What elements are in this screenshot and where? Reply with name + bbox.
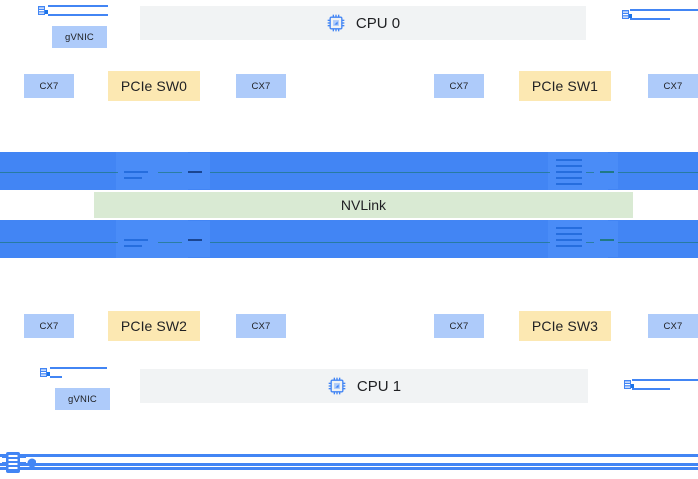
gpu-node <box>118 153 158 189</box>
pcie-switch-label: PCIe SW1 <box>531 78 599 94</box>
network-port-icon-top-right <box>622 10 632 19</box>
cpu-chip-icon <box>327 14 345 32</box>
pcie-switch-label: PCIe SW0 <box>120 78 188 94</box>
gpu-band-1 <box>0 220 698 258</box>
cx7-box-1[interactable]: CX7 <box>236 74 286 98</box>
gvnic-link-top-right-2 <box>630 18 670 20</box>
bottom-network-rail <box>0 452 698 476</box>
cx7-label: CX7 <box>663 80 683 92</box>
network-port-icon-bottom-right <box>624 380 634 389</box>
gpu-node <box>118 221 158 257</box>
cx7-label: CX7 <box>449 320 469 332</box>
gpu-node <box>550 221 586 257</box>
cx7-label: CX7 <box>251 320 271 332</box>
cpu-label: CPU 0 <box>355 14 401 32</box>
gvnic-label: gVNIC <box>68 393 97 405</box>
pcie-switch-label: PCIe SW2 <box>120 318 188 334</box>
cpu-box-0[interactable]: CPU 0 <box>140 6 586 40</box>
gvnic-label: gVNIC <box>65 31 94 43</box>
pcie-switch-box-2[interactable]: PCIe SW2 <box>108 311 200 341</box>
cx7-label: CX7 <box>663 320 683 332</box>
cpu-chip-icon <box>328 377 346 395</box>
network-port-icon <box>38 6 48 15</box>
pcie-switch-box-0[interactable]: PCIe SW0 <box>108 71 200 101</box>
cx7-box-3[interactable]: CX7 <box>648 74 698 98</box>
gvnic-link-top-left <box>48 5 108 7</box>
cx7-label: CX7 <box>449 80 469 92</box>
nvlink-label: NVLink <box>340 197 387 213</box>
cx7-label: CX7 <box>39 320 59 332</box>
cpu-label: CPU 1 <box>356 377 402 395</box>
pcie-switch-label: PCIe SW3 <box>531 318 599 334</box>
cx7-box-6[interactable]: CX7 <box>434 314 484 338</box>
nvlink-box[interactable]: NVLink <box>94 192 633 218</box>
pcie-switch-box-3[interactable]: PCIe SW3 <box>519 311 611 341</box>
gvnic-box-1[interactable]: gVNIC <box>55 388 110 410</box>
gvnic-link-bottom-right <box>632 379 698 381</box>
gpu-node <box>182 221 210 257</box>
cx7-box-2[interactable]: CX7 <box>434 74 484 98</box>
cx7-box-7[interactable]: CX7 <box>648 314 698 338</box>
gpu-node <box>594 153 618 189</box>
gpu-node <box>182 153 210 189</box>
gvnic-box-0[interactable]: gVNIC <box>52 26 107 48</box>
gvnic-link-bottom-left <box>50 367 107 369</box>
cx7-box-0[interactable]: CX7 <box>24 74 74 98</box>
cx7-label: CX7 <box>39 80 59 92</box>
gpu-node <box>550 153 586 189</box>
gpu-node <box>594 221 618 257</box>
gvnic-link-top-right <box>630 9 698 11</box>
cx7-box-4[interactable]: CX7 <box>24 314 74 338</box>
cpu-box-1[interactable]: CPU 1 <box>140 369 588 403</box>
cx7-label: CX7 <box>251 80 271 92</box>
network-port-icon-bottom-left <box>40 368 50 377</box>
gvnic-link-bottom-left-2 <box>50 376 62 378</box>
network-switch-icon <box>2 452 36 473</box>
gvnic-link-bottom-right-2 <box>632 388 670 390</box>
cx7-box-5[interactable]: CX7 <box>236 314 286 338</box>
pcie-switch-box-1[interactable]: PCIe SW1 <box>519 71 611 101</box>
gvnic-link-top-left-2 <box>48 14 108 16</box>
gpu-band-0 <box>0 152 698 190</box>
